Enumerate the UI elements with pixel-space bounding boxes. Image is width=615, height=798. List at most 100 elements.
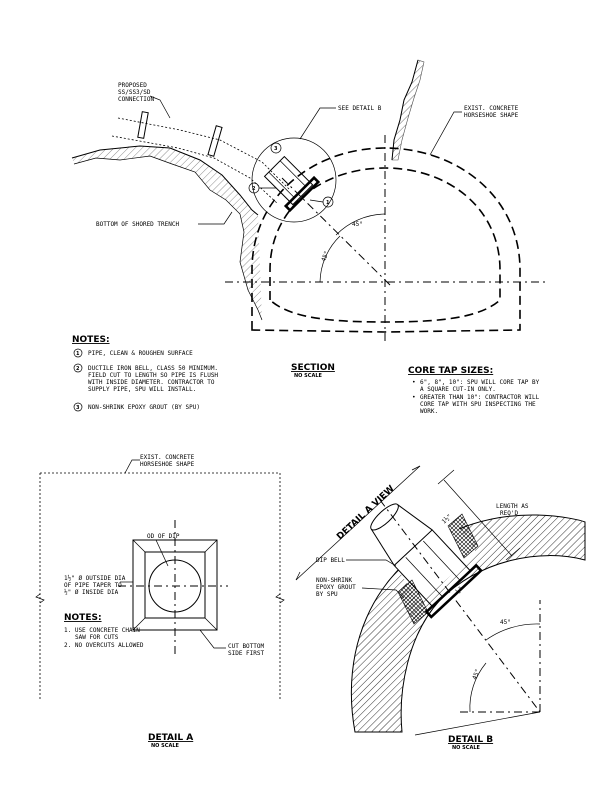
detail-b-ray-1 (379, 499, 541, 713)
svg-text:GREATER THAN 10": CONTRACTOR W: GREATER THAN 10": CONTRACTOR WILL (420, 394, 540, 401)
label-od-dip: OD OF DIP (147, 533, 180, 540)
svg-text:CORE TAP WITH SPU INSPECTING T: CORE TAP WITH SPU INSPECTING THE (420, 401, 536, 408)
svg-text:NON-SHRINK EPOXY GROUT (BY SPU: NON-SHRINK EPOXY GROUT (BY SPU) (88, 404, 200, 411)
svg-text:A SQUARE CUT-IN ONLY.: A SQUARE CUT-IN ONLY. (420, 386, 496, 393)
label-detail-a-concrete: EXIST. CONCRETE HORSESHOE SHAPE (140, 454, 195, 468)
break-mark-left (35, 593, 45, 604)
svg-text:2: 2 (252, 186, 256, 192)
svg-text:LENGTH AS: LENGTH AS (496, 503, 529, 510)
leader-exist-concrete (429, 111, 462, 156)
detail-a-notes-heading: NOTES: (64, 613, 102, 623)
label-angle-2: 45° (320, 250, 330, 263)
label-taper: 1½" Ø OUTSIDE DIA OF PIPE TAPER TO ½" Ø … (64, 575, 126, 596)
svg-text:HORSESHOE SHAPE: HORSESHOE SHAPE (464, 112, 519, 119)
svg-text:WITH INSIDE DIAMETER. CONTRAC: WITH INSIDE DIAMETER. CONTRACTOR TO (88, 379, 215, 386)
detail-b-scale: NO SCALE (452, 745, 481, 751)
detail-b-title: DETAIL B (448, 735, 493, 745)
detail-a-boundary (39, 472, 281, 700)
svg-text:1: 1 (326, 200, 330, 206)
svg-text:1. USE CONCRETE CHAIN: 1. USE CONCRETE CHAIN (64, 627, 140, 634)
svg-text:•: • (412, 379, 416, 386)
svg-text:1: 1 (76, 351, 80, 357)
rock-hatch-left (72, 146, 262, 320)
svg-text:6", 8", 10": SPU WILL CORE TAP: 6", 8", 10": SPU WILL CORE TAP BY (420, 379, 540, 386)
core-tap-block: CORE TAP SIZES: • 6", 8", 10": SPU WILL … (408, 366, 540, 415)
leader-dip-bell (346, 559, 397, 567)
core-tap-item-2: • GREATER THAN 10": CONTRACTOR WILL CORE… (412, 394, 540, 415)
notes-heading: NOTES: (72, 335, 110, 345)
label-angle-1: 45° (352, 221, 363, 228)
notes-block: NOTES: 1 PIPE, CLEAN & ROUGHEN SURFACE 2… (72, 335, 218, 412)
detail-b-bottom-line (414, 711, 541, 736)
svg-text:EXIST. CONCRETE: EXIST. CONCRETE (140, 454, 195, 461)
detail-a-note-1: 1. USE CONCRETE CHAIN SAW FOR CUTS (64, 627, 140, 641)
angle-arc-section-2 (319, 235, 341, 283)
svg-text:2: 2 (76, 366, 80, 372)
callout-2: 2 (248, 182, 276, 194)
horseshoe-inner (269, 167, 501, 323)
label-dim-2: ½" (455, 585, 465, 595)
leader-cut-bottom (199, 629, 226, 649)
svg-text:CUT BOTTOM: CUT BOTTOM (228, 643, 265, 650)
angle-arc-section (335, 213, 386, 236)
leader-grout (361, 587, 405, 599)
detail-b-angle-arc-2 (469, 662, 487, 713)
proposed-pipe (111, 111, 291, 205)
label-angle-b-2: 45° (471, 668, 481, 681)
horseshoe-outer (251, 147, 521, 333)
leader-trench (198, 211, 233, 225)
label-cut-bottom: CUT BOTTOM SIDE FIRST (228, 643, 265, 657)
svg-text:3: 3 (76, 405, 80, 411)
svg-text:1½" Ø OUTSIDE DIA: 1½" Ø OUTSIDE DIA (64, 575, 126, 582)
detail-a: EXIST. CONCRETE HORSESHOE SHAPE OD OF DI… (35, 454, 285, 749)
dim-length (443, 479, 513, 557)
detail-b-view-line (295, 465, 421, 581)
detail-b-grout-upper (447, 513, 479, 559)
label-exist-concrete: EXIST. CONCRETE HORSESHOE SHAPE (464, 105, 519, 119)
note-3: 3 NON-SHRINK EPOXY GROUT (BY SPU) (73, 402, 200, 412)
detail-a-note-2: 2. NO OVERCUTS ALLOWED (64, 642, 144, 649)
section-scale: NO SCALE (294, 373, 323, 379)
detail-b-angle-arc-1 (485, 623, 541, 641)
svg-text:WORK.: WORK. (420, 408, 438, 415)
detail-b-circle (251, 137, 337, 223)
leader-see-detail-b (299, 107, 336, 140)
svg-text:HORSESHOE SHAPE: HORSESHOE SHAPE (140, 461, 195, 468)
svg-text:CONNECTION: CONNECTION (118, 96, 155, 103)
svg-text:SS/SS3/SD: SS/SS3/SD (118, 89, 151, 96)
svg-text:DUCTILE IRON BELL, CLASS 50 MI: DUCTILE IRON BELL, CLASS 50 MINIMUM. (88, 365, 218, 372)
detail-a-pipe-circle (148, 559, 202, 613)
svg-text:NON-SHRINK: NON-SHRINK (316, 577, 353, 584)
centerline-diagonal (281, 177, 391, 286)
label-see-detail-b: SEE DETAIL B (338, 105, 382, 112)
note-2: 2 DUCTILE IRON BELL, CLASS 50 MINIMUM. F… (73, 363, 218, 393)
detail-a-outer-square (132, 539, 218, 631)
ground-profile-right-rock (391, 59, 425, 161)
detail-a-title: DETAIL A (148, 733, 193, 743)
detail-b-bell (370, 503, 483, 619)
core-tap-heading: CORE TAP SIZES: (408, 366, 493, 376)
label-angle-b-1: 45° (500, 619, 511, 626)
section-view: 3 2 1 PROPOSED SS/SS3/SD CONNECTION SEE … (71, 59, 545, 379)
svg-text:SUPPLY PIPE, SPU WILL INSTALL.: SUPPLY PIPE, SPU WILL INSTALL. (88, 386, 196, 393)
svg-text:BY SPU: BY SPU (316, 591, 338, 598)
svg-text:•: • (412, 394, 416, 401)
svg-text:PIPE, CLEAN & ROUGHEN SURFACE: PIPE, CLEAN & ROUGHEN SURFACE (88, 350, 193, 357)
detail-b: DETAIL A VIEW LENGTH AS REQ'D 1½" ½" DIP… (295, 465, 586, 751)
label-bottom-trench: BOTTOM OF SHORED TRENCH (96, 221, 179, 228)
leader-connection (149, 95, 171, 119)
label-connection: PROPOSED SS/SS3/SD CONNECTION (118, 82, 155, 103)
callout-1: 1 (309, 196, 334, 208)
note-1: 1 PIPE, CLEAN & ROUGHEN SURFACE (73, 348, 193, 358)
section-bell (263, 155, 321, 213)
svg-text:½" Ø INSIDE DIA: ½" Ø INSIDE DIA (64, 589, 119, 596)
label-grout: NON-SHRINK EPOXY GROUT BY SPU (316, 577, 356, 598)
label-dip-bell: DIP BELL (316, 557, 345, 564)
label-length: LENGTH AS REQ'D (496, 503, 529, 517)
section-title: SECTION (291, 363, 335, 373)
svg-text:EXIST. CONCRETE: EXIST. CONCRETE (464, 105, 519, 112)
svg-text:SAW FOR CUTS: SAW FOR CUTS (75, 634, 119, 641)
detail-a-inner-square (144, 551, 206, 619)
